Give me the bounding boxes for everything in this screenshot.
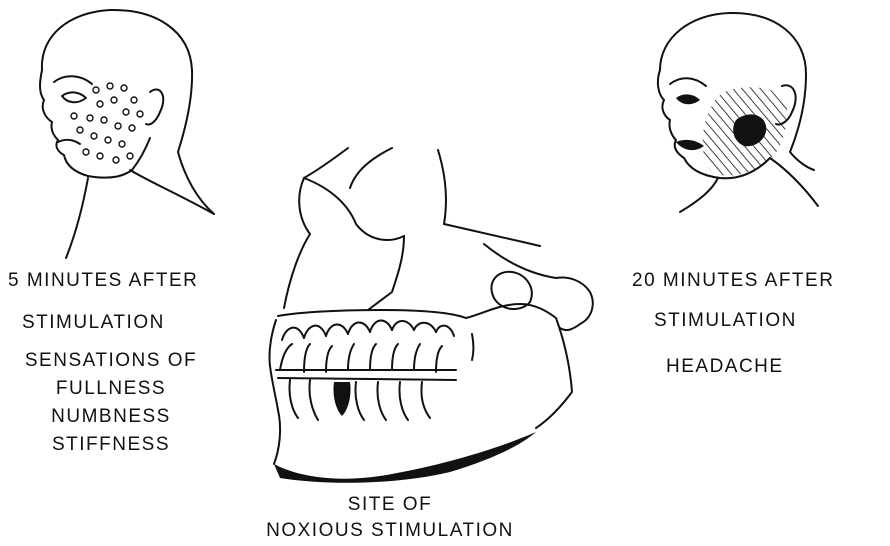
caption-noxious-stimulation: NOXIOUS STIMULATION [230, 520, 550, 542]
lower-teeth [278, 378, 456, 420]
right-time-line1: 20 MINUTES AFTER [632, 270, 834, 292]
upper-teeth [276, 320, 456, 372]
caption-site-of: SITE OF [240, 494, 540, 516]
skull-jaw-illustration [269, 148, 592, 483]
right-time-line2: STIMULATION [654, 310, 797, 332]
left-symptom-numbness: NUMBNESS [0, 406, 222, 428]
left-head-illustration [40, 10, 214, 258]
left-symptom-sensations: SENSATIONS OF [0, 350, 222, 372]
left-time-line2: STIMULATION [22, 312, 165, 334]
left-time-line1: 5 MINUTES AFTER [8, 270, 198, 292]
left-symptom-fullness: FULLNESS [0, 378, 222, 400]
left-symptom-stiffness: STIFFNESS [0, 434, 222, 456]
right-head-illustration [658, 13, 818, 212]
right-symptom-headache: HEADACHE [666, 356, 784, 378]
